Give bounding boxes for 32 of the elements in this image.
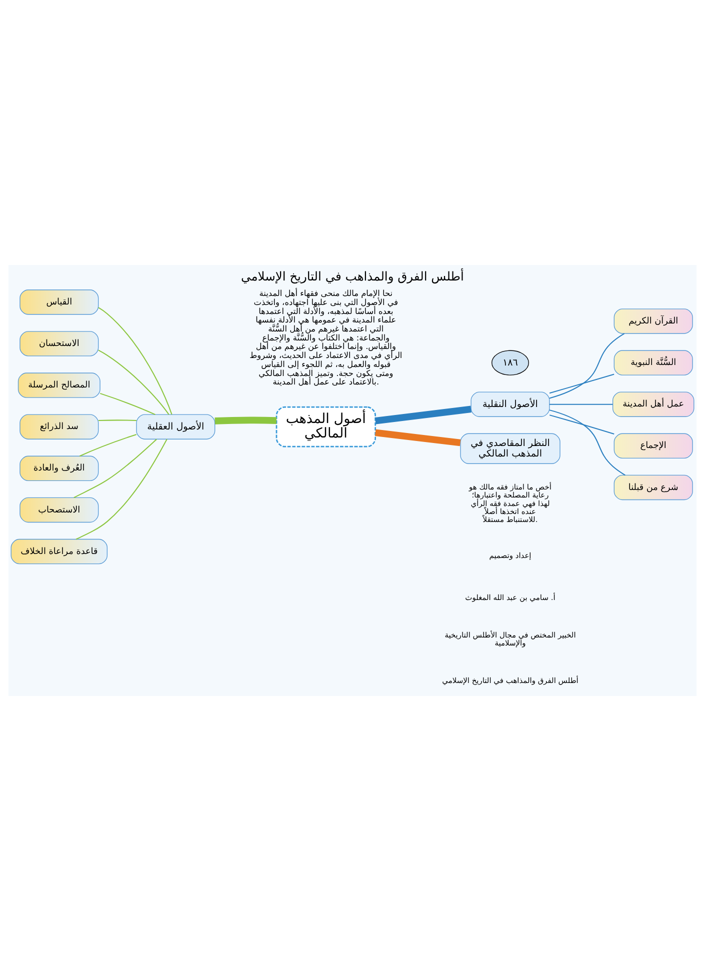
node-box: النظر المقاصدي في المذهب المالكي: [460, 432, 560, 464]
connector: [374, 405, 472, 424]
label: نحا الإمام مالك منحى فقهاء أهل المدينة في الأصول التي بنى عليها اجتهاده، واتخذت بعده أساسًا لمذهبه، والأدلة التي اعتمدها علماء المدينة في عمومها هي الأدلة نفسها التي اعتمدها غيرهم من أهل السُّنَّة والجماعة: هي الكتاب والسُّنَّة والإجماع والقياس. وإنما اختلفوا عن غيرهم من أهل الرأي في مدى الاعتماد على الحديث، وشروط قبوله والعمل به، ثم اللجوء إلى القياس ومتى يكون حجة. وتميز المذهب المالكي بالاعتماد على عمل أهل المدينة.: [250, 288, 402, 386]
connector: [549, 373, 614, 394]
node-box: الاستحسان: [20, 330, 99, 356]
connector: [549, 332, 625, 398]
node-box: أصول المذهب المالكي: [276, 406, 376, 447]
connector: [214, 416, 277, 424]
node-box: سد الذرائع: [20, 414, 99, 439]
connector: [98, 349, 170, 414]
node-box: العُرف والعادة: [20, 455, 99, 480]
connector: [76, 438, 168, 540]
node-box: الإجماع: [614, 432, 693, 458]
node-box: الأصول العقلية: [136, 414, 216, 439]
node-box: القرآن الكريم: [614, 308, 693, 334]
connector: [549, 409, 626, 476]
connector: [549, 414, 614, 434]
node-box: السُّنَّة النبوية: [614, 350, 693, 375]
node-box: القياس: [20, 289, 99, 314]
connector: [98, 306, 172, 414]
node-box: الاستصحاب: [20, 496, 99, 522]
node-box: المصالح المرسلة: [18, 372, 100, 398]
diagram-title: أطلس الفرق والمذاهب في التاريخ الإسلامي: [241, 268, 464, 283]
connector: [549, 403, 613, 404]
node-box: الأصول النقلية: [470, 391, 550, 416]
node-box: قاعدة مراعاة الخلاف: [10, 538, 108, 564]
connector: [100, 392, 156, 415]
connector: [374, 428, 461, 446]
node-box: شرع من قبلنا: [614, 474, 693, 500]
connector: [98, 419, 136, 421]
label: ١٨٦: [502, 356, 518, 368]
node-box: عمل أهل المدينة: [612, 391, 694, 416]
